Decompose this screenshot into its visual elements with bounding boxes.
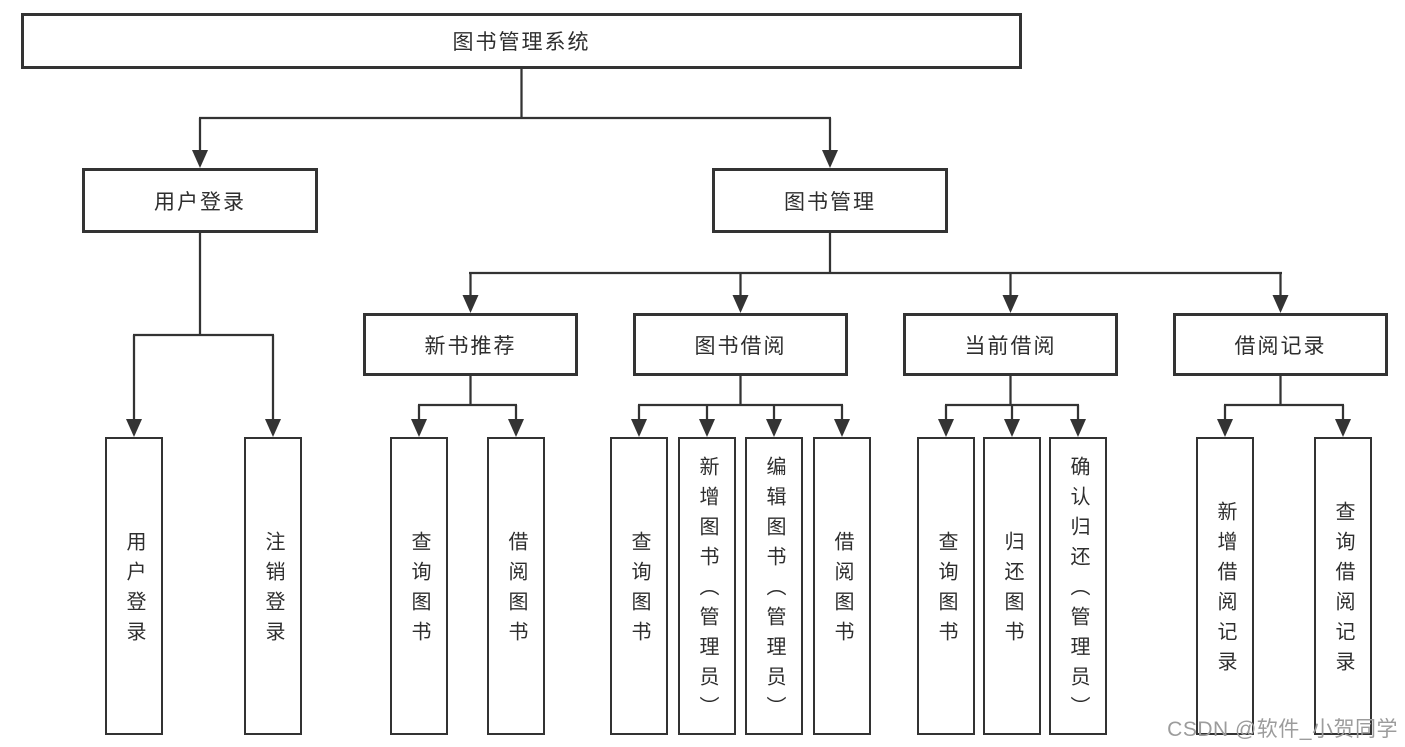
node-book-borrow: 图书借阅 <box>633 313 848 376</box>
connector-book-mgmt-to-level3 <box>462 233 1289 313</box>
node-book-management: 图书管理 <box>712 168 948 233</box>
connector-new-books-to-leaves <box>411 376 524 437</box>
leaf-query-books-borrow: 查询图书 <box>610 437 668 735</box>
connector-book-borrow-to-leaves <box>631 376 850 437</box>
node-borrow-records: 借阅记录 <box>1173 313 1388 376</box>
node-library-system: 图书管理系统 <box>21 13 1022 69</box>
leaf-query-books-current: 查询图书 <box>917 437 975 735</box>
leaf-query-borrow-record-label: 查询借阅记录 <box>1332 501 1354 681</box>
arrow-down-icon <box>1070 419 1086 437</box>
leaf-borrow-books-recommend: 借阅图书 <box>487 437 545 735</box>
leaf-logout-label: 注销登录 <box>262 531 284 651</box>
arrow-down-icon <box>1272 295 1289 313</box>
leaf-query-books-current-label: 查询图书 <box>935 531 957 651</box>
leaf-add-book-admin-label: 新增图书（管理员） <box>696 456 718 726</box>
leaf-user-login-label: 用户登录 <box>123 531 145 651</box>
leaf-confirm-return-admin: 确认归还（管理员） <box>1049 437 1107 735</box>
node-new-book-recommend-label: 新书推荐 <box>424 334 517 358</box>
node-book-management-label: 图书管理 <box>784 190 876 214</box>
leaf-return-book-label: 归还图书 <box>1001 531 1023 651</box>
watermark: CSDN @软件_小贺同学 <box>1167 718 1398 741</box>
leaf-borrow-books-label: 借阅图书 <box>831 531 853 651</box>
leaf-user-login: 用户登录 <box>105 437 163 735</box>
leaf-add-borrow-record-label: 新增借阅记录 <box>1214 501 1236 681</box>
leaf-edit-book-admin: 编辑图书（管理员） <box>745 437 803 735</box>
arrow-down-icon <box>411 419 427 437</box>
arrow-down-icon <box>732 295 749 313</box>
arrow-down-icon <box>699 419 715 437</box>
node-borrow-records-label: 借阅记录 <box>1234 334 1327 358</box>
connector-root-to-level2 <box>192 68 838 168</box>
arrow-down-icon <box>462 295 479 313</box>
arrow-down-icon <box>192 150 208 168</box>
node-library-system-label: 图书管理系统 <box>452 31 591 54</box>
leaf-query-borrow-record: 查询借阅记录 <box>1314 437 1372 735</box>
arrow-down-icon <box>126 419 142 437</box>
arrow-down-icon <box>766 419 782 437</box>
arrow-down-icon <box>938 419 954 437</box>
leaf-borrow-books-recommend-label: 借阅图书 <box>505 531 527 651</box>
node-book-borrow-label: 图书借阅 <box>694 334 787 358</box>
node-user-login-label: 用户登录 <box>154 190 246 214</box>
node-current-borrow-label: 当前借阅 <box>964 334 1057 358</box>
leaf-logout: 注销登录 <box>244 437 302 735</box>
leaf-borrow-books: 借阅图书 <box>813 437 871 735</box>
arrow-down-icon <box>265 419 281 437</box>
leaf-add-borrow-record: 新增借阅记录 <box>1196 437 1254 735</box>
node-user-login: 用户登录 <box>82 168 318 233</box>
arrow-down-icon <box>834 419 850 437</box>
leaf-add-book-admin: 新增图书（管理员） <box>678 437 736 735</box>
arrow-down-icon <box>508 419 524 437</box>
connector-user-login-to-leaves <box>126 233 281 437</box>
leaf-query-books-recommend-label: 查询图书 <box>408 531 430 651</box>
leaf-query-books-recommend: 查询图书 <box>390 437 448 735</box>
leaf-confirm-return-admin-label: 确认归还（管理员） <box>1067 456 1089 726</box>
leaf-return-book: 归还图书 <box>983 437 1041 735</box>
arrow-down-icon <box>631 419 647 437</box>
leaf-edit-book-admin-label: 编辑图书（管理员） <box>763 456 785 726</box>
node-current-borrow: 当前借阅 <box>903 313 1118 376</box>
arrow-down-icon <box>1004 419 1020 437</box>
arrow-down-icon <box>822 150 838 168</box>
connector-borrow-records-to-leaves <box>1217 376 1351 437</box>
arrow-down-icon <box>1335 419 1351 437</box>
leaf-query-books-borrow-label: 查询图书 <box>628 531 650 651</box>
connector-current-borrow-to-leaves <box>938 376 1086 437</box>
arrow-down-icon <box>1217 419 1233 437</box>
node-new-book-recommend: 新书推荐 <box>363 313 578 376</box>
arrow-down-icon <box>1002 295 1019 313</box>
